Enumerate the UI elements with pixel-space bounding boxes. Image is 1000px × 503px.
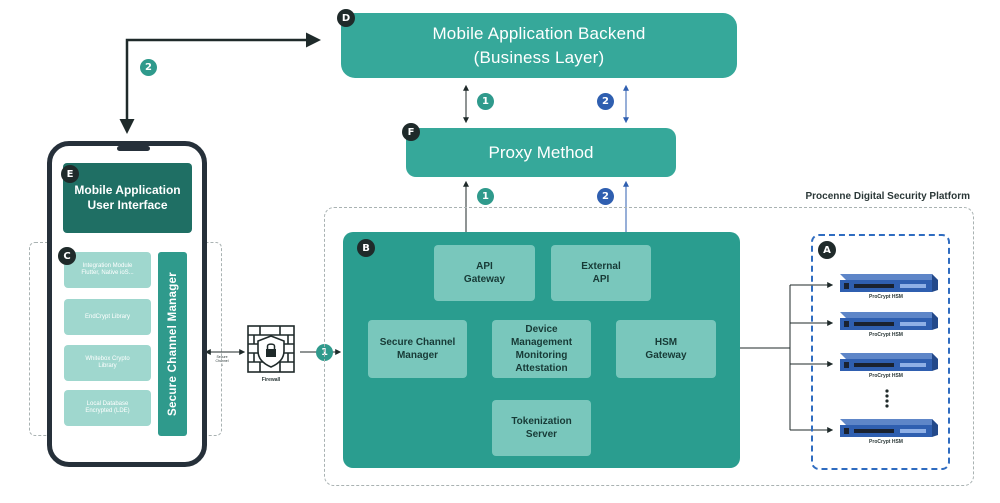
lib-line2: Library bbox=[98, 363, 117, 369]
lib-line1: Integration Module bbox=[82, 263, 133, 269]
hsm-unit-label: ProCrypt HSM bbox=[869, 439, 903, 445]
backend-title-line1: Mobile Application Backend bbox=[432, 23, 646, 43]
hsm-unit: ProCrypt HSM bbox=[834, 349, 938, 379]
hsm-unit-label: ProCrypt HSM bbox=[869, 332, 903, 338]
step-2-marker-lower: 2 bbox=[597, 188, 614, 205]
hsm-device-icon bbox=[840, 353, 938, 371]
hsm-gateway-line2: Gateway bbox=[645, 350, 687, 361]
device-line2: Management bbox=[510, 337, 573, 348]
lib-line1: Local Database bbox=[86, 401, 129, 407]
hsm-unit-label: ProCrypt HSM bbox=[869, 294, 903, 300]
device-line3: Monitoring bbox=[515, 350, 568, 361]
step-1-marker-lower: 1 bbox=[477, 188, 494, 205]
backend-badge: D bbox=[337, 9, 355, 27]
lib-line1: Whitebox Crypto bbox=[85, 356, 130, 362]
firewall-icon bbox=[247, 325, 295, 373]
firewall-label: Firewall bbox=[261, 377, 281, 383]
token-line1: Tokenization bbox=[511, 416, 572, 427]
device-management: Device Management Monitoring Attestation bbox=[492, 320, 591, 378]
device-line4: Attestation bbox=[515, 363, 568, 374]
sc-caption-line1: Secure bbox=[216, 355, 228, 359]
scm-line2: Manager bbox=[396, 350, 439, 361]
hsm-cluster bbox=[811, 234, 950, 470]
ui-line1: Mobile Application bbox=[74, 183, 181, 197]
hsm-unit: ProCrypt HSM bbox=[834, 308, 938, 338]
core-badge: B bbox=[357, 239, 375, 257]
library-endcrypt: EndCrypt Library bbox=[64, 299, 151, 335]
hsm-unit: ProCrypt HSM bbox=[834, 415, 938, 445]
hsm-unit: ProCrypt HSM bbox=[834, 270, 938, 300]
lib-line2: Encrypted (LDE) bbox=[85, 408, 130, 414]
mobile-application-backend: Mobile Application Backend (Business Lay… bbox=[341, 13, 737, 78]
platform-outline bbox=[324, 207, 974, 486]
token-line2: Server bbox=[525, 429, 558, 440]
hsm-badge: A bbox=[818, 241, 836, 259]
step-2-marker: 2 bbox=[140, 59, 157, 76]
hsm-device-icon bbox=[840, 419, 938, 437]
hsm-device-icon bbox=[840, 274, 938, 292]
backend-title-line2: (Business Layer) bbox=[473, 47, 605, 67]
scm-client-label: Secure Channel Manager bbox=[166, 271, 179, 417]
api-gateway-line2: Gateway bbox=[463, 274, 506, 285]
step-2-marker-upper: 2 bbox=[597, 93, 614, 110]
lib-line1: EndCrypt Library bbox=[84, 313, 131, 320]
lib-line2: Flutter, Native ioS... bbox=[81, 270, 134, 276]
proxy-method: Proxy Method bbox=[406, 128, 676, 177]
external-api-line1: External bbox=[581, 261, 621, 272]
secure-channel-manager-client: Secure Channel Manager bbox=[158, 252, 187, 436]
ui-line2: User Interface bbox=[87, 198, 168, 212]
api-gateway: API Gateway bbox=[434, 245, 535, 301]
ui-badge: E bbox=[61, 165, 79, 183]
more-hsm-ellipsis-icon bbox=[885, 389, 889, 408]
external-api-line2: API bbox=[592, 274, 610, 285]
device-line1: Device bbox=[525, 324, 558, 335]
proxy-badge: F bbox=[402, 123, 420, 141]
api-gateway-line1: API bbox=[476, 261, 493, 272]
library-badge: C bbox=[58, 247, 76, 265]
platform-label: Procenne Digital Security Platform bbox=[805, 191, 971, 202]
mobile-application-ui: Mobile Application User Interface bbox=[63, 163, 192, 233]
hsm-device-icon bbox=[840, 312, 938, 330]
phone-notch bbox=[117, 146, 150, 151]
hsm-gateway-line1: HSM bbox=[654, 337, 678, 348]
phone-to-backend-arrow bbox=[119, 32, 321, 134]
proxy-label: Proxy Method bbox=[488, 142, 594, 162]
hsm-unit-label: ProCrypt HSM bbox=[869, 373, 903, 379]
scm-line1: Secure Channel bbox=[379, 337, 456, 348]
step-1-marker-upper: 1 bbox=[477, 93, 494, 110]
hsm-gateway: HSM Gateway bbox=[616, 320, 716, 378]
